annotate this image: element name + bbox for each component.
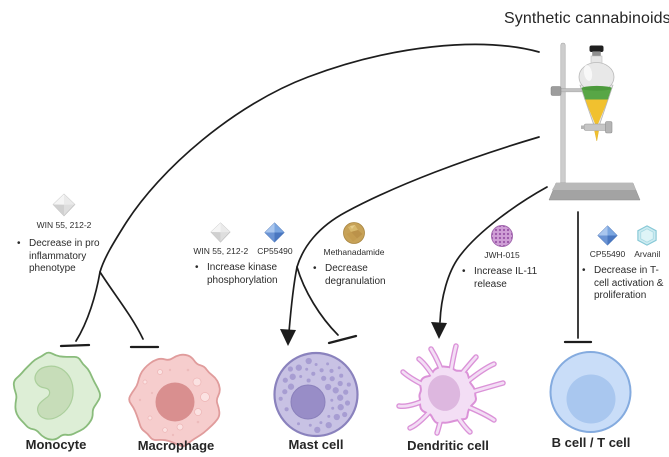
stand-pole bbox=[560, 42, 566, 186]
mast-granules bbox=[278, 357, 351, 434]
inhibition-bar-monocyte bbox=[59, 343, 91, 348]
drug-label: Methanadamide bbox=[323, 247, 385, 257]
cp55490-crystal-icon bbox=[263, 221, 286, 244]
bullet-point: • bbox=[17, 238, 21, 249]
dendritic-nucleus bbox=[427, 375, 461, 411]
separating-funnel bbox=[578, 45, 615, 142]
cell-label-mast: Mast cell bbox=[288, 437, 344, 452]
arrow-to-macrophage bbox=[99, 271, 144, 340]
effect-text: Decrease in T-cell activation & prolifer… bbox=[594, 265, 664, 301]
win55-crystal-icon bbox=[51, 192, 77, 218]
bullet-point: • bbox=[195, 262, 199, 273]
win55-crystal-icon bbox=[209, 221, 232, 244]
jwh015-sphere-icon bbox=[490, 224, 514, 248]
funnel-green-layer bbox=[581, 88, 612, 100]
bullet-point: • bbox=[462, 266, 466, 277]
funnel-stopper bbox=[589, 45, 604, 52]
stand-clamp-knob bbox=[550, 86, 562, 96]
ring-stand bbox=[548, 42, 641, 201]
bullet-point: • bbox=[313, 263, 317, 274]
cp55490-crystal-icon bbox=[596, 224, 619, 247]
note-mast-kinase: WIN 55, 212-2 CP55490 • Increase kinase … bbox=[193, 221, 293, 287]
drug-label: CP55490 bbox=[589, 249, 626, 259]
mast-cell bbox=[273, 351, 359, 438]
arvanil-crystal-icon bbox=[635, 224, 659, 247]
methanadamide-sphere-icon bbox=[342, 221, 366, 245]
drug-label: WIN 55, 212-2 bbox=[193, 246, 249, 256]
macrophage-nucleus bbox=[155, 382, 195, 422]
note-mast-degranulation: Methanadamide • Decrease degranulation bbox=[312, 221, 396, 288]
macrophage-cell bbox=[128, 353, 221, 447]
drug-label: CP55490 bbox=[257, 246, 293, 256]
funnel-yellow-layer bbox=[584, 99, 609, 126]
cell-label-dendritic: Dendritic cell bbox=[407, 438, 489, 453]
arrow-to-dendritic bbox=[439, 186, 548, 323]
monocyte-cell bbox=[12, 351, 101, 441]
bt-cell bbox=[549, 351, 632, 433]
monocyte-nucleus bbox=[34, 365, 74, 420]
cell-label-macrophage: Macrophage bbox=[137, 438, 215, 453]
cell-label-bt: B cell / T cell bbox=[551, 435, 631, 450]
arrowhead-mast bbox=[280, 329, 296, 346]
arrow-to-monocyte bbox=[75, 43, 540, 342]
drug-label: WIN 55, 212-2 bbox=[36, 220, 92, 230]
diagram-title: Synthetic cannabinoids bbox=[504, 10, 669, 27]
arrowhead-dendritic bbox=[431, 322, 447, 339]
dendritic-cell bbox=[396, 343, 506, 436]
note-dendritic: JWH-015 • Increase IL-11 release bbox=[461, 224, 543, 291]
effect-text: Increase kinase phosphorylation bbox=[207, 262, 278, 286]
cell-label-monocyte: Monocyte bbox=[25, 437, 87, 452]
arrow-to-mast-inhibition bbox=[296, 266, 339, 336]
note-monocyte: WIN 55, 212-2 • Decrease in pro inflamma… bbox=[16, 192, 112, 276]
inhibition-bar-mast bbox=[327, 334, 358, 345]
drug-label: JWH-015 bbox=[484, 250, 520, 260]
arrow-to-mast-activation bbox=[288, 136, 540, 333]
macrophage-vacuoles bbox=[142, 369, 210, 433]
mast-nucleus bbox=[290, 384, 326, 420]
bullet-point: • bbox=[582, 265, 586, 276]
effect-text: Increase IL-11 release bbox=[474, 266, 538, 290]
effect-text: Decrease in pro inflammatory phenotype bbox=[29, 238, 100, 274]
effect-text: Decrease degranulation bbox=[325, 263, 386, 287]
funnel-tip bbox=[594, 130, 599, 142]
bt-nucleus bbox=[566, 374, 616, 424]
drug-label: Arvanil bbox=[634, 249, 661, 259]
note-bt-cell: CP55490 Arvanil • Decrease in T-cell act… bbox=[581, 224, 669, 303]
